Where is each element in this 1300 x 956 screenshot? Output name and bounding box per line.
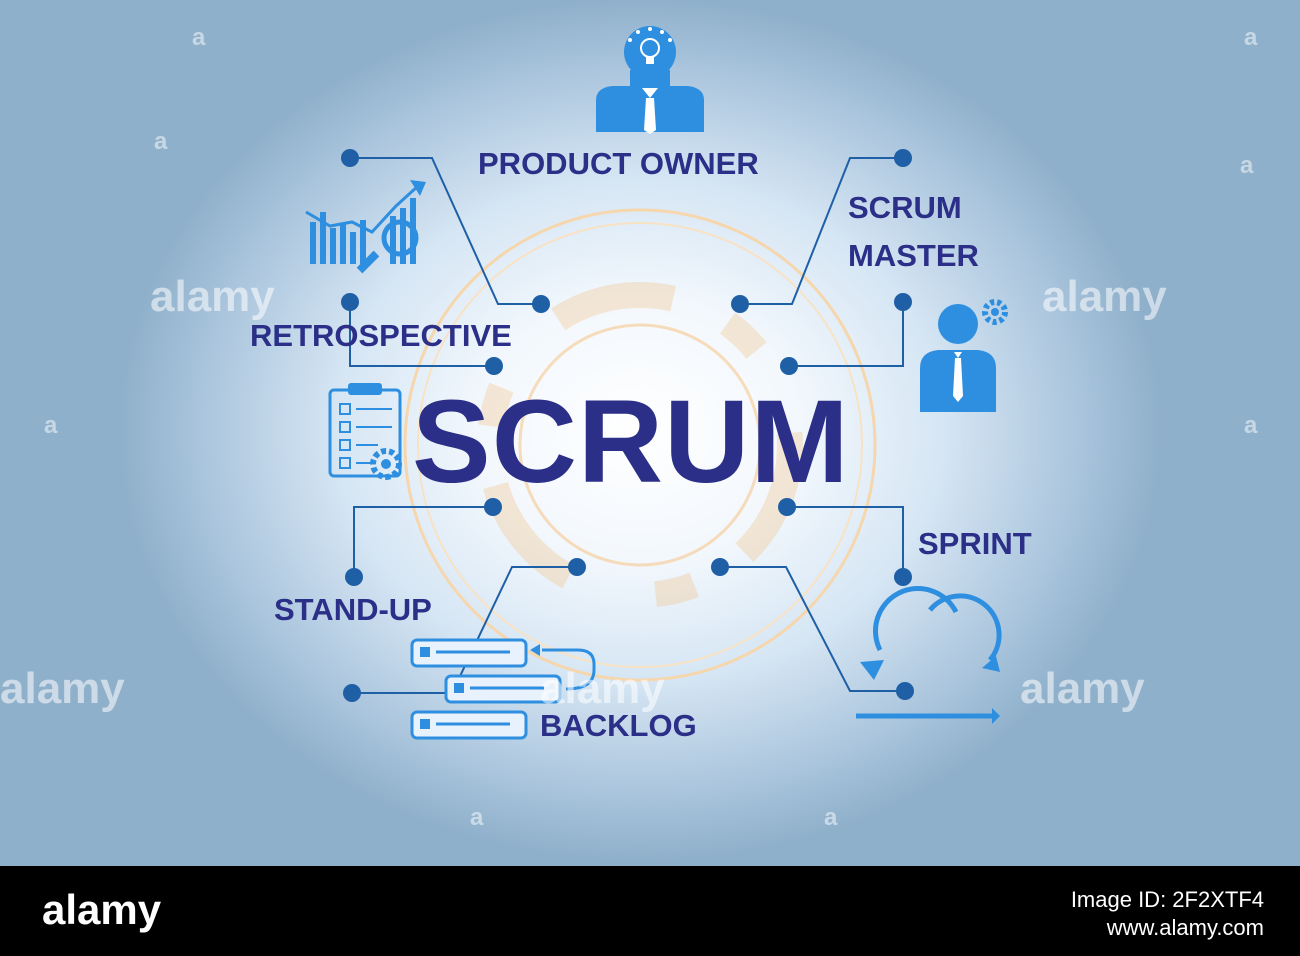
dot — [568, 558, 586, 576]
footer-image-id: Image ID: 2F2XTF4 — [1070, 887, 1264, 912]
dot — [894, 149, 912, 167]
label-scrum-master-line2: MASTER — [848, 238, 979, 273]
outer-ring-2 — [417, 222, 863, 668]
label-scrum-master-line1: SCRUM — [848, 190, 962, 225]
connector-scrum-master — [740, 157, 903, 305]
dot — [894, 568, 912, 586]
chart-magnifier-icon — [305, 180, 426, 274]
dot — [780, 357, 798, 375]
dot — [341, 149, 359, 167]
footer-url: www.alamy.com — [1106, 915, 1264, 940]
connector-dots — [341, 149, 914, 702]
label-backlog: BACKLOG — [540, 708, 697, 743]
watermark-letter: a — [1240, 152, 1254, 179]
diagram-lines — [305, 26, 1008, 740]
footer-bar: alamy Image ID: 2F2XTF4 www.alamy.com — [0, 866, 1300, 956]
dot — [341, 293, 359, 311]
center-rings — [403, 208, 877, 682]
footer-logo: alamy — [42, 886, 162, 933]
dot — [345, 568, 363, 586]
middle-ring — [477, 282, 803, 608]
connector-product-owner — [350, 157, 541, 305]
connector-lines — [349, 157, 905, 694]
dot — [485, 357, 503, 375]
outer-ring — [403, 208, 877, 682]
connector-scrum-master-right — [789, 302, 904, 367]
watermark-letter: a — [192, 24, 206, 51]
stacked-list-icon — [410, 638, 596, 740]
dot — [778, 498, 796, 516]
dot — [711, 558, 729, 576]
watermark-text: alamy — [540, 664, 665, 713]
watermark-letter: a — [44, 412, 58, 439]
clipboard-checklist-icon — [328, 383, 402, 480]
dot — [896, 682, 914, 700]
watermark-letter: a — [1244, 412, 1258, 439]
label-stand-up: STAND-UP — [274, 592, 432, 627]
watermark-text: alamy — [1020, 664, 1145, 713]
dot — [484, 498, 502, 516]
watermark-letter: a — [470, 804, 484, 831]
watermark-letter: a — [824, 804, 838, 831]
diagram-title: SCRUM — [412, 376, 850, 508]
watermark-letter: a — [1244, 24, 1258, 51]
person-idea-icon — [596, 26, 704, 134]
connector-sprint — [787, 506, 904, 577]
connector-sprint-lower — [720, 566, 905, 692]
watermark-text: alamy — [0, 664, 125, 713]
label-sprint: SPRINT — [918, 526, 1032, 561]
watermark-letter: a — [154, 128, 168, 155]
diagram-canvas: alamy alamy alamy alamy alamy a a a a a … — [0, 0, 1300, 866]
label-retrospective: RETROSPECTIVE — [250, 318, 512, 353]
inner-ring — [518, 323, 762, 567]
watermark-text: alamy — [150, 272, 275, 321]
connector-stand-up — [353, 506, 493, 577]
dot — [343, 684, 361, 702]
cycle-arrows-icon — [856, 586, 1002, 724]
connector-backlog — [352, 566, 577, 694]
dot — [532, 295, 550, 313]
dot — [894, 293, 912, 311]
dot — [731, 295, 749, 313]
person-gear-icon — [920, 299, 1008, 412]
label-product-owner: PRODUCT OWNER — [478, 146, 759, 181]
watermark-text: alamy — [1042, 272, 1167, 321]
connector-retrospective — [349, 302, 494, 367]
